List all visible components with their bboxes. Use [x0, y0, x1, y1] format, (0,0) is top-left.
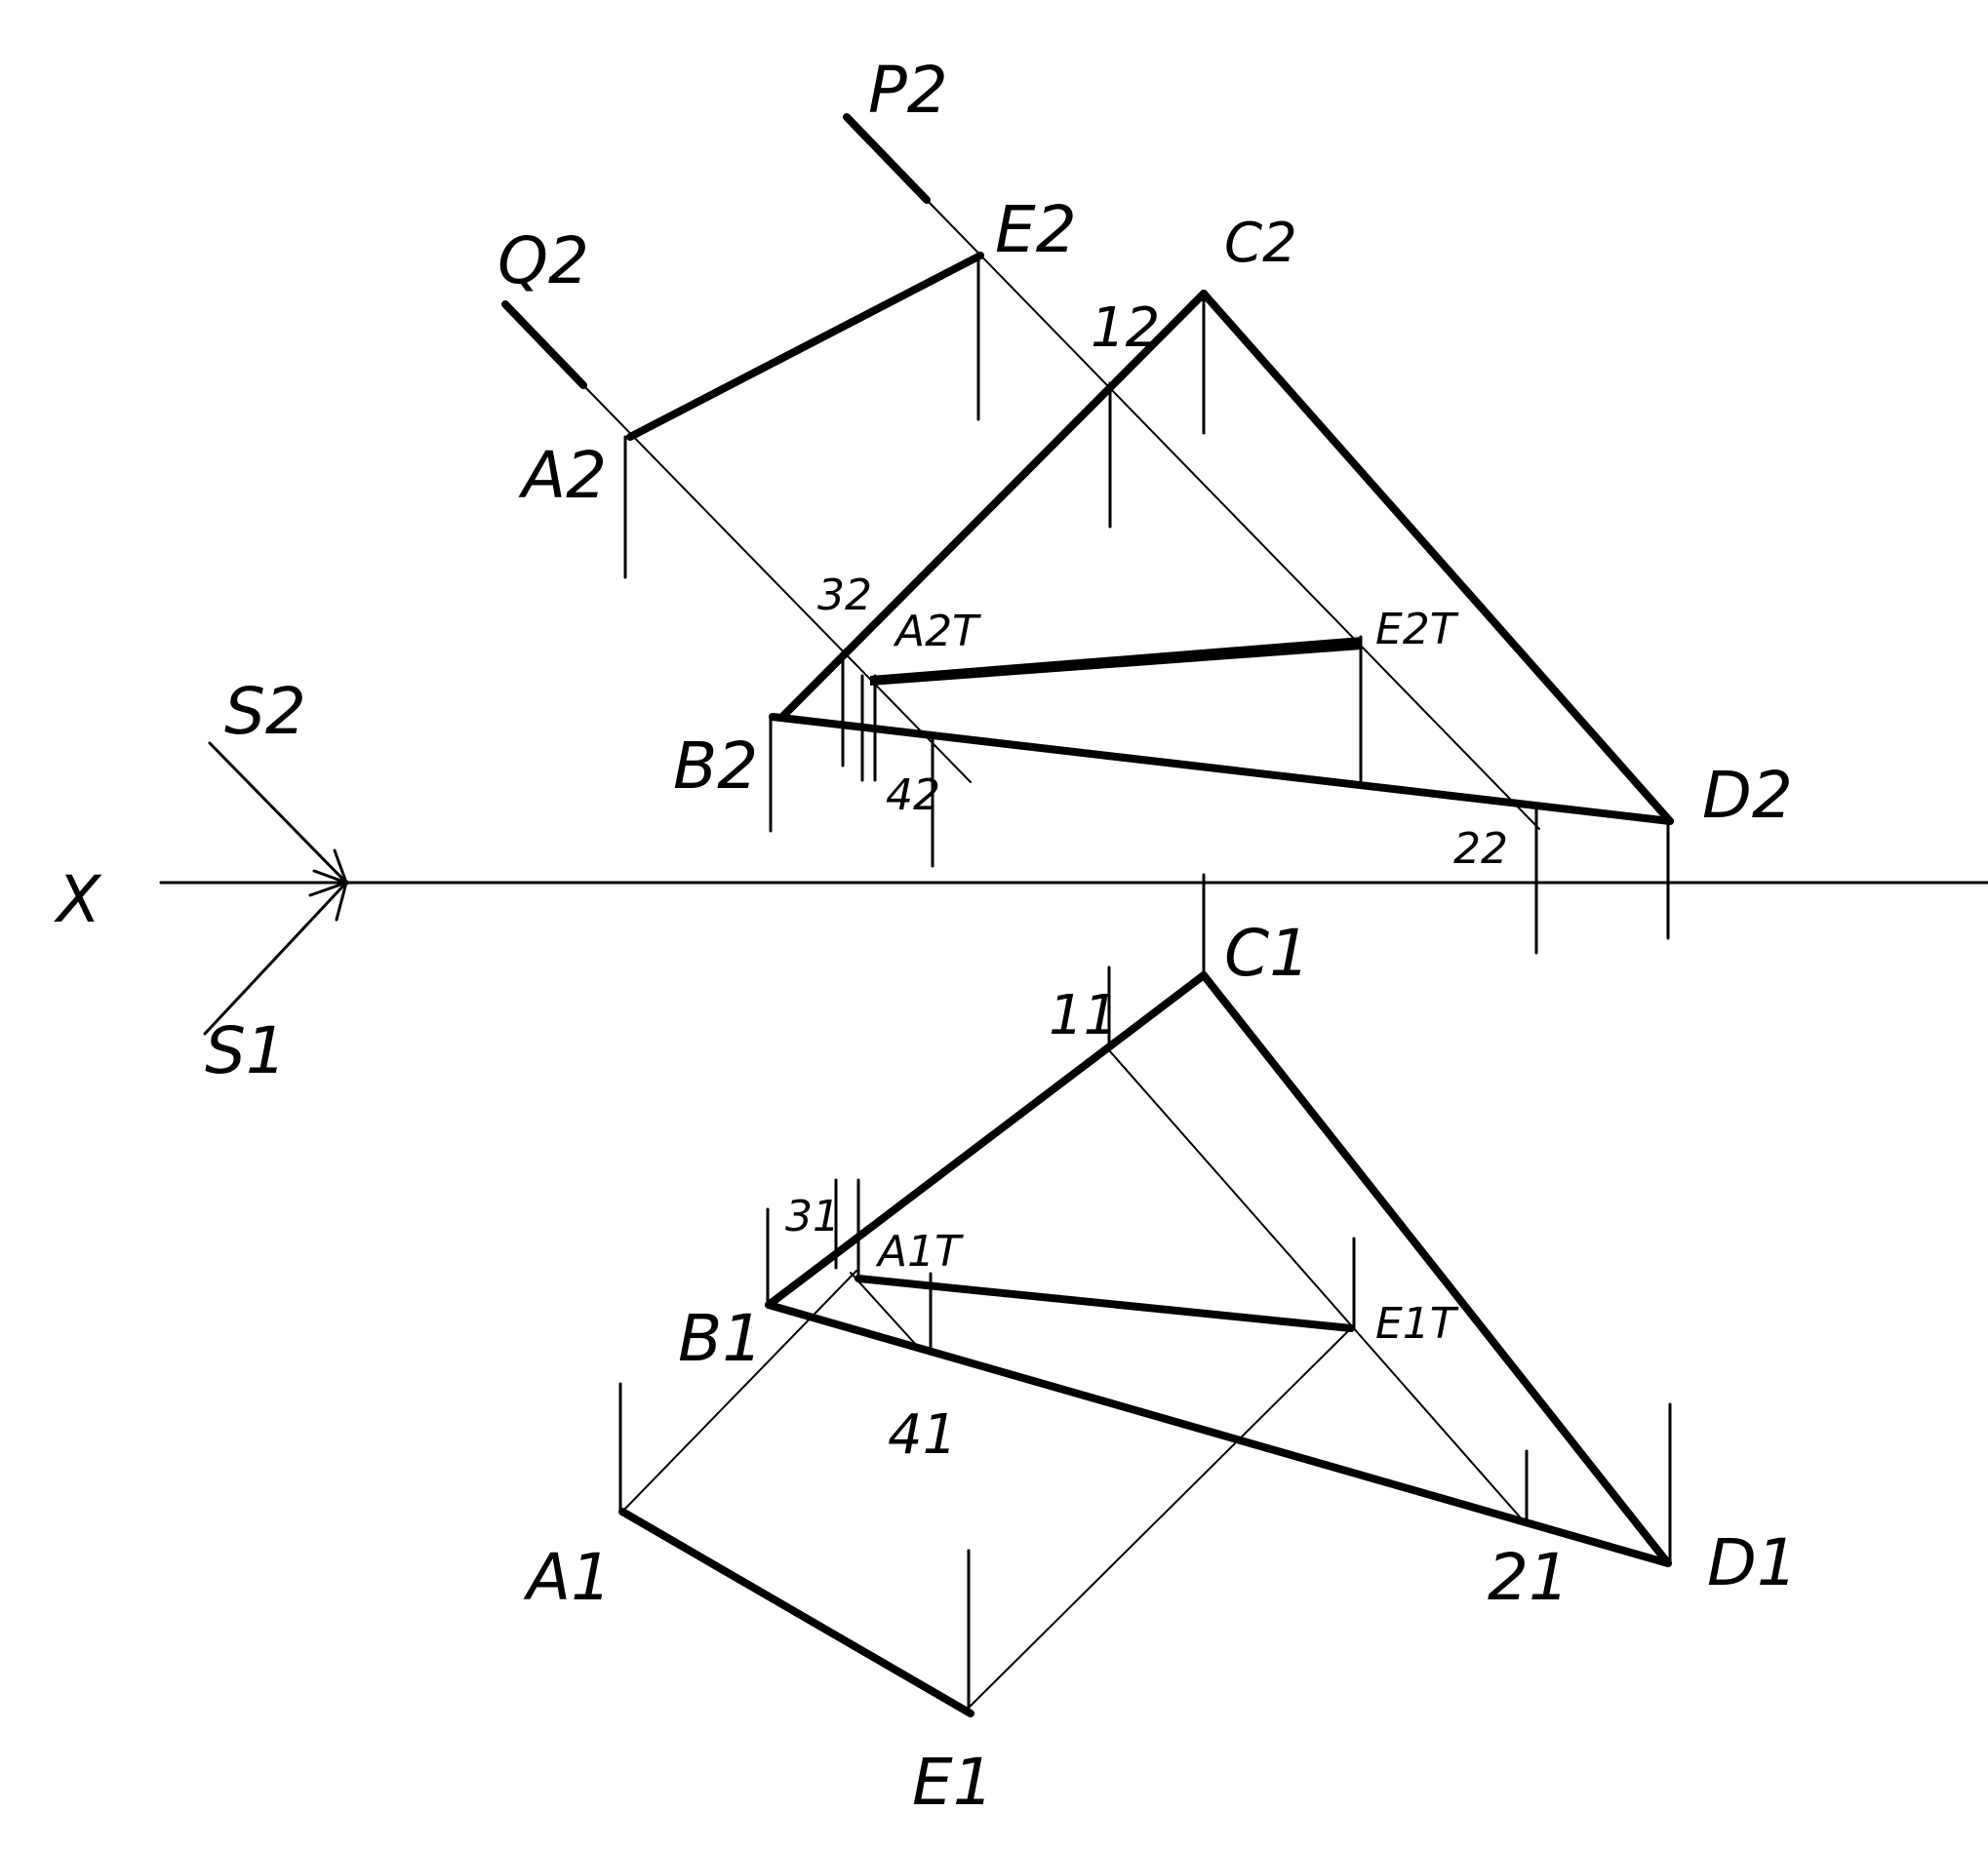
q2-trace-bold — [501, 300, 587, 389]
p2-trace-line — [926, 199, 1540, 830]
line-31-41 — [850, 1272, 918, 1347]
line-11-21 — [1108, 1049, 1525, 1522]
label-d1: D1 — [1707, 1525, 1798, 1600]
label-c1: C1 — [1224, 916, 1310, 991]
label-21: 21 — [1488, 1540, 1570, 1615]
label-q2: Q2 — [497, 223, 589, 298]
label-b1: B1 — [678, 1301, 763, 1376]
label-a1t: A1T — [875, 1227, 964, 1277]
label-22: 22 — [1453, 824, 1508, 874]
q2-trace-line — [582, 384, 972, 783]
label-41: 41 — [888, 1403, 957, 1467]
label-42: 42 — [886, 770, 940, 820]
label-11: 11 — [1049, 984, 1118, 1047]
label-d2: D2 — [1702, 758, 1793, 833]
segment-a2-e2 — [626, 252, 984, 441]
label-s1: S1 — [205, 1013, 287, 1088]
label-a2: A2 — [518, 438, 607, 513]
label-32: 32 — [817, 571, 872, 620]
label-e2t: E2T — [1375, 605, 1459, 654]
triangle-c2-d2 — [1200, 290, 1674, 825]
triangle-b2-d2 — [769, 713, 1674, 825]
s2-arrow-line — [208, 741, 348, 885]
label-a2t: A2T — [893, 607, 981, 656]
shadow-a1t-e1t — [855, 1275, 1355, 1332]
s1-arrow-line — [203, 881, 348, 1036]
triangle-c1-d1 — [1200, 971, 1672, 1567]
label-e1t: E1T — [1375, 1299, 1459, 1349]
triangle-b1-d1 — [765, 1301, 1672, 1567]
label-b2: B2 — [673, 729, 758, 804]
label-p2: P2 — [868, 53, 948, 128]
label-x-axis: X — [54, 862, 102, 937]
label-c2: C2 — [1224, 212, 1297, 275]
shadow-a2t-e2t — [870, 637, 1362, 686]
line-a1-31 — [621, 1270, 857, 1513]
label-a1: A1 — [523, 1540, 612, 1615]
triangle-b1-c1 — [765, 971, 1208, 1309]
label-e1: E1 — [912, 1745, 994, 1820]
s1-arrow-head — [308, 880, 349, 922]
label-s2: S2 — [224, 674, 306, 749]
line-e1-e1t — [967, 1327, 1352, 1710]
triangle-b2-c2 — [778, 290, 1208, 721]
label-12: 12 — [1091, 296, 1160, 360]
label-31: 31 — [785, 1192, 840, 1241]
segment-a1-e1 — [618, 1508, 974, 1717]
p2-trace-bold — [843, 113, 931, 204]
label-e2: E2 — [995, 192, 1077, 267]
